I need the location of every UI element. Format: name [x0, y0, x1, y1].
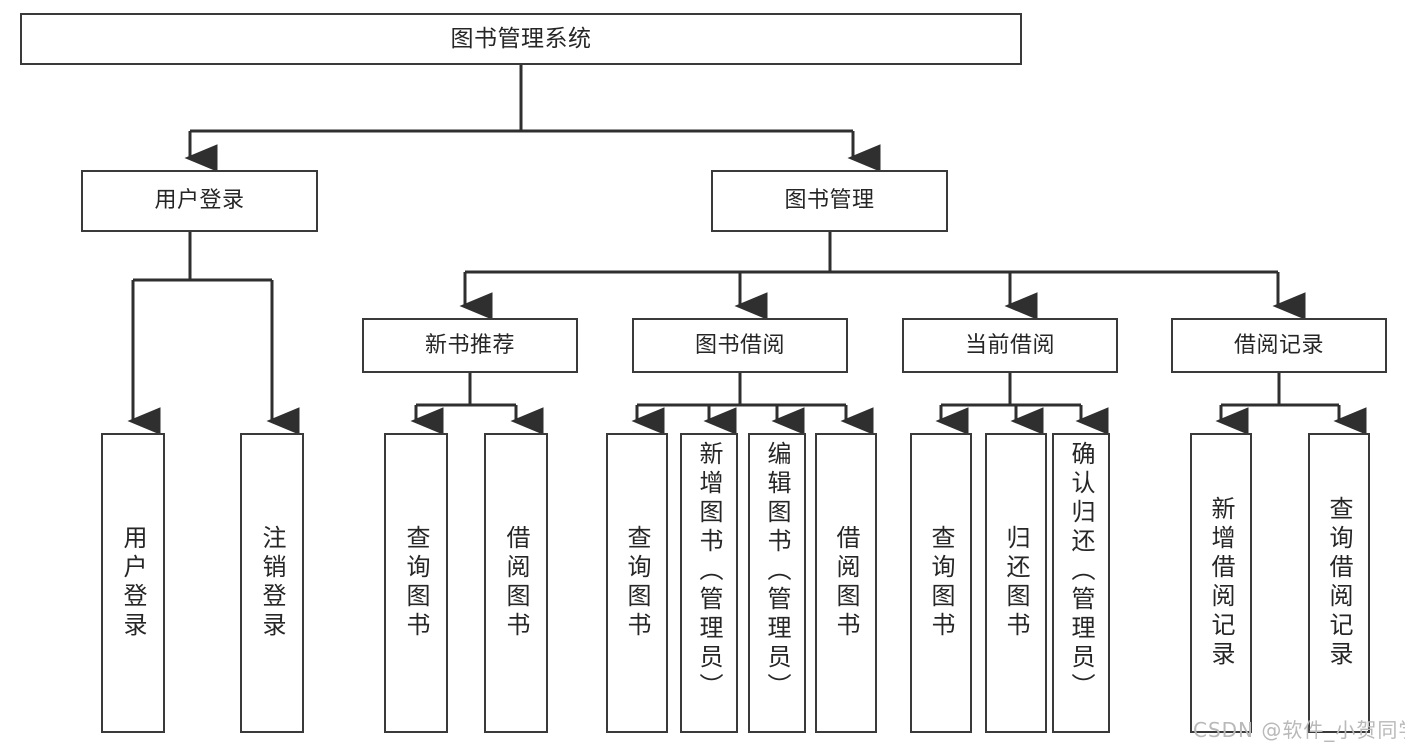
node-new-book-recommend[interactable]: 新书推荐 [362, 318, 578, 373]
node-user-login[interactable]: 用户登录 [81, 170, 318, 232]
leaf-node-label: 用户登录 [119, 525, 147, 641]
leaf-node-label: 新增借阅记录 [1207, 496, 1235, 670]
leaf-node-label: 编辑图书（管理员） [763, 441, 791, 702]
leaf-node-label: 查询图书 [402, 525, 430, 641]
leaf-node[interactable]: 编辑图书（管理员） [748, 433, 806, 733]
leaf-node[interactable]: 查询图书 [384, 433, 448, 733]
leaf-node-label: 借阅图书 [832, 525, 860, 641]
leaf-node-label: 归还图书 [1002, 525, 1030, 641]
leaf-node[interactable]: 借阅图书 [815, 433, 877, 733]
leaf-node[interactable]: 用户登录 [101, 433, 165, 733]
leaf-node-label: 确认归还（管理员） [1067, 441, 1095, 702]
node-borrow-record-label: 借阅记录 [1233, 332, 1324, 358]
node-root[interactable]: 图书管理系统 [20, 13, 1022, 65]
node-borrow-record[interactable]: 借阅记录 [1171, 318, 1387, 373]
leaf-node[interactable]: 新增借阅记录 [1190, 433, 1252, 733]
leaf-node-label: 借阅图书 [502, 525, 530, 641]
leaf-node-label: 注销登录 [258, 525, 286, 641]
leaf-node[interactable]: 注销登录 [240, 433, 304, 733]
leaf-node-label: 查询借阅记录 [1325, 496, 1353, 670]
node-book-borrow-label: 图书借阅 [694, 332, 785, 358]
node-book-management[interactable]: 图书管理 [711, 170, 948, 232]
leaf-node[interactable]: 查询图书 [606, 433, 668, 733]
node-user-login-label: 用户登录 [154, 188, 245, 214]
leaf-node-label: 新增图书（管理员） [695, 441, 723, 702]
leaf-node[interactable]: 借阅图书 [484, 433, 548, 733]
leaf-node[interactable]: 新增图书（管理员） [680, 433, 738, 733]
leaf-node-label: 查询图书 [927, 525, 955, 641]
node-root-label: 图书管理系统 [450, 25, 592, 52]
csdn-watermark: CSDN @软件_小贺同学 [1193, 718, 1405, 742]
leaf-node-label: 查询图书 [623, 525, 651, 641]
node-current-borrow[interactable]: 当前借阅 [902, 318, 1118, 373]
leaf-node[interactable]: 归还图书 [985, 433, 1047, 733]
leaf-node[interactable]: 确认归还（管理员） [1052, 433, 1110, 733]
node-new-book-recommend-label: 新书推荐 [424, 332, 515, 358]
node-book-management-label: 图书管理 [784, 188, 875, 214]
node-book-borrow[interactable]: 图书借阅 [632, 318, 848, 373]
node-current-borrow-label: 当前借阅 [964, 332, 1055, 358]
leaf-node[interactable]: 查询图书 [910, 433, 972, 733]
leaf-node[interactable]: 查询借阅记录 [1308, 433, 1370, 733]
